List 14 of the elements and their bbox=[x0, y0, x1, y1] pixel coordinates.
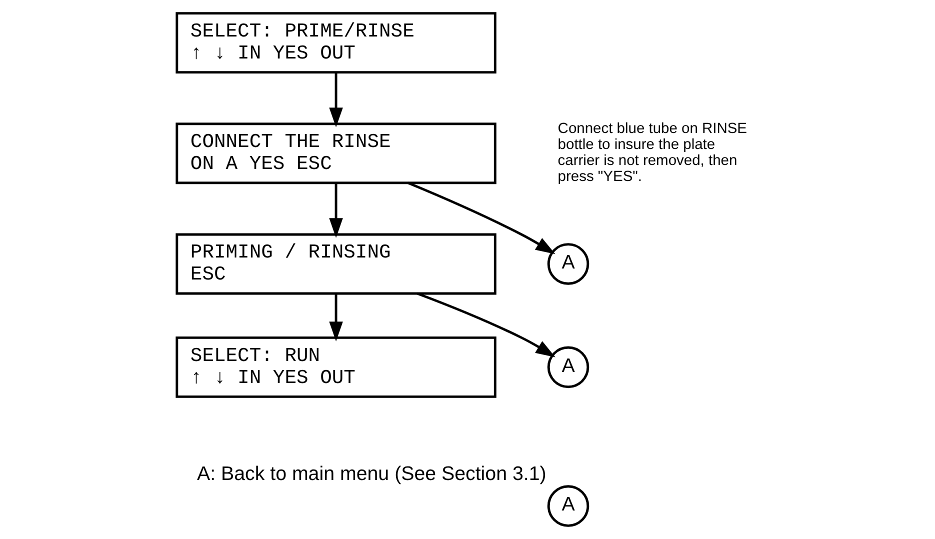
label: Connect blue tube on RINSE bottle to insure the plate carrier is not removed, then press "YES". bbox=[558, 121, 748, 186]
node-circle: A bbox=[547, 485, 590, 527]
arrow bbox=[329, 72, 343, 128]
arrow bbox=[329, 294, 343, 342]
node-circle: A bbox=[547, 243, 590, 285]
node-circle: A bbox=[547, 346, 590, 388]
node-box: PRIMING / RINSING ESC bbox=[176, 233, 496, 295]
arrow bbox=[416, 292, 556, 358]
node-box: SELECT: PRIME/RINSE ↑ ↓ IN YES OUT bbox=[176, 12, 496, 74]
node-box: CONNECT THE RINSE ON A YES ESC bbox=[176, 122, 496, 184]
arrow bbox=[408, 182, 556, 254]
arrow bbox=[329, 183, 343, 238]
node-box: SELECT: RUN ↑ ↓ IN YES OUT bbox=[176, 336, 496, 398]
node-label: A: Back to main menu (See Section 3.1) bbox=[196, 462, 546, 485]
